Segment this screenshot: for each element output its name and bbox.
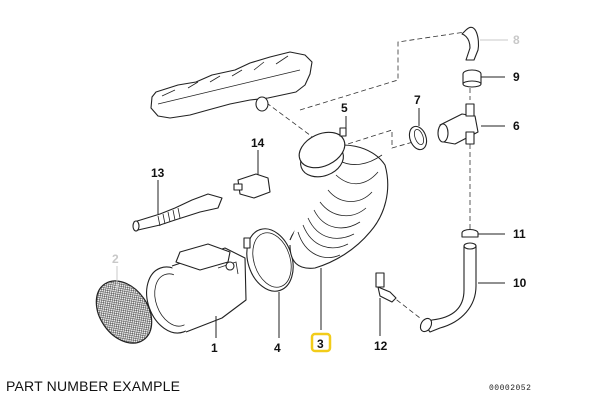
callout-1[interactable]: 1 xyxy=(211,341,218,355)
callout-9[interactable]: 9 xyxy=(513,70,520,84)
callout-12[interactable]: 12 xyxy=(374,339,388,353)
intake-manifold-icon xyxy=(150,51,313,119)
diagram-caption: PART NUMBER EXAMPLE xyxy=(6,378,181,394)
elbow-fitting-icon xyxy=(375,272,397,303)
hose-clamp-icon xyxy=(243,228,294,292)
callout-7[interactable]: 7 xyxy=(414,93,421,107)
leader-lines xyxy=(116,39,508,338)
diagram-reference-code: 00002052 xyxy=(489,384,532,393)
callout-11[interactable]: 11 xyxy=(513,227,526,241)
callout-2[interactable]: 2 xyxy=(112,252,119,266)
hose-clip-icon xyxy=(461,228,479,238)
callout-8[interactable]: 8 xyxy=(513,33,520,47)
grommet-icon xyxy=(408,125,428,151)
callout-14[interactable]: 14 xyxy=(251,136,265,150)
cap-plug-icon xyxy=(462,69,482,88)
callout-10[interactable]: 10 xyxy=(513,276,527,290)
vent-hose-lower-icon xyxy=(419,242,477,333)
callout-4[interactable]: 4 xyxy=(274,341,281,355)
callout-3-highlight xyxy=(310,332,332,353)
callout-13[interactable]: 13 xyxy=(151,166,165,180)
vent-hose-upper-icon xyxy=(461,26,480,61)
callouts: 1 2 3 4 5 6 7 8 9 10 11 12 13 14 xyxy=(112,33,527,355)
vent-valve-icon xyxy=(437,103,479,145)
cable-grommet-icon xyxy=(132,193,223,232)
callout-6[interactable]: 6 xyxy=(513,119,520,133)
mesh-filter-screen-icon xyxy=(95,280,153,344)
callout-5[interactable]: 5 xyxy=(341,101,348,115)
connector-plug-icon xyxy=(233,173,271,199)
air-mass-meter-icon xyxy=(146,243,247,334)
callout-3[interactable]: 3 xyxy=(317,337,324,351)
